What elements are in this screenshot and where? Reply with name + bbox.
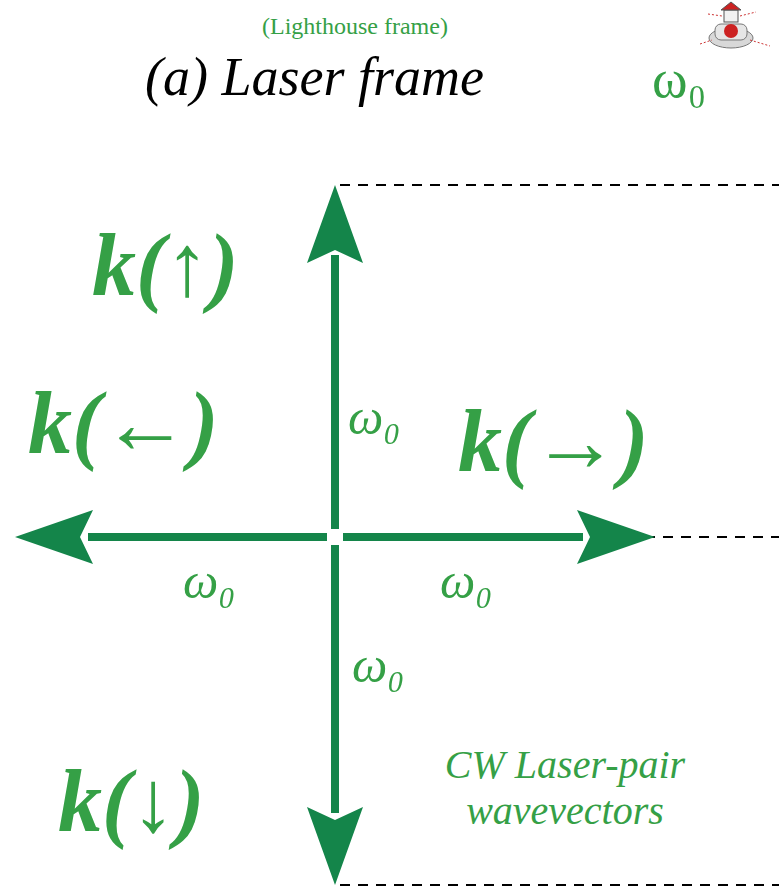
arrow-head <box>15 510 93 564</box>
frequency-label: ω₀ <box>652 52 706 106</box>
dashed-guide <box>340 884 779 886</box>
wavevector-label: k(→) <box>458 398 649 486</box>
arrow-shaft <box>88 533 327 541</box>
arrow-head <box>307 807 363 885</box>
arrow-shaft <box>331 255 339 529</box>
dashed-guide <box>340 184 779 186</box>
arrow-shaft <box>331 545 339 813</box>
frequency-label: ω₀ <box>183 556 236 606</box>
caption-note: CW Laser-pair wavevectors <box>380 742 750 834</box>
dashed-guide <box>645 536 779 538</box>
frequency-label: ω₀ <box>440 556 493 606</box>
diagram-title: (a) Laser frame <box>145 50 484 104</box>
arrow-head <box>307 185 363 263</box>
arrow-shaft <box>343 533 583 541</box>
wavevector-label: k(←) <box>28 380 219 468</box>
frequency-label: ω₀ <box>348 392 401 442</box>
arrow-head <box>577 510 655 564</box>
wavevector-label: k(↓) <box>58 758 205 846</box>
frame-note: (Lighthouse frame) <box>262 14 448 38</box>
frequency-label: ω₀ <box>352 640 405 690</box>
wavevector-label: k(↑) <box>92 222 239 310</box>
lighthouse-icon <box>700 2 770 48</box>
